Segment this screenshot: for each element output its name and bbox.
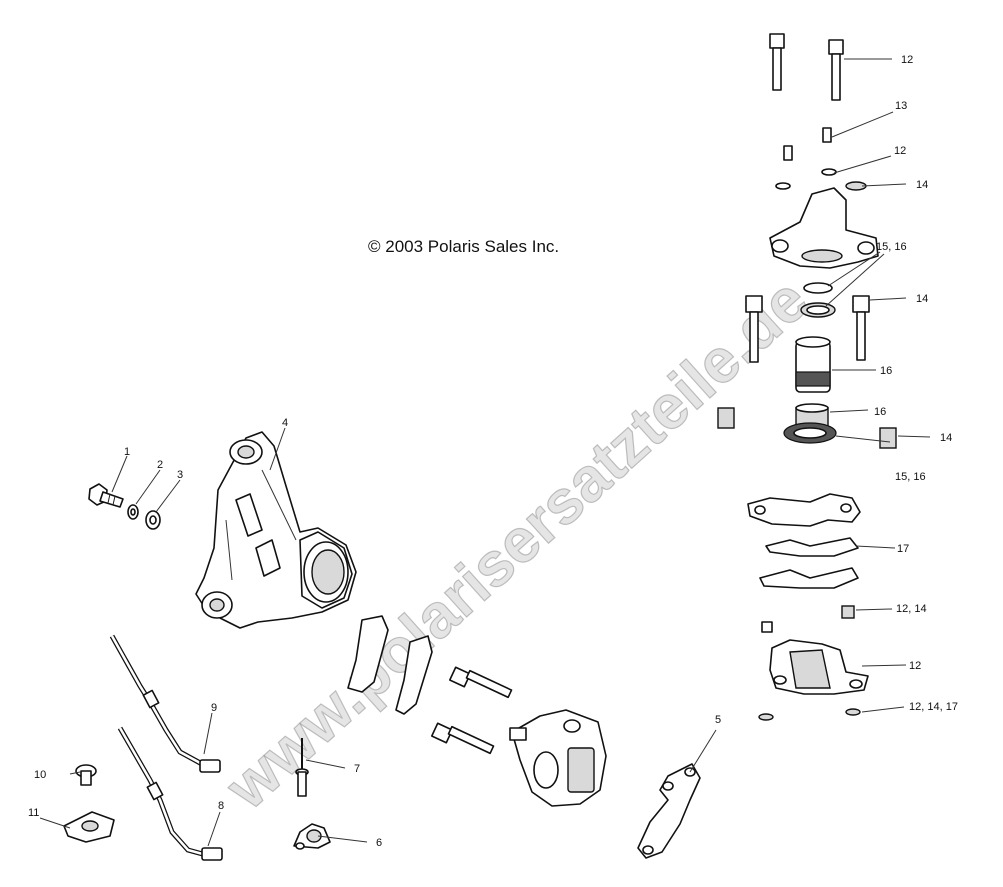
callout-14-bolts: 14 (916, 293, 928, 305)
long-bolt-b (828, 39, 844, 101)
callout-16-piston: 16 (880, 365, 892, 377)
brake-pad-17-lower (759, 567, 859, 589)
part-1-bolt (88, 483, 124, 508)
callout-16-small: 16 (874, 406, 886, 418)
callout-17: 17 (897, 543, 909, 555)
small-nut-left (758, 713, 774, 721)
pin-left (761, 621, 773, 633)
part-3-washer (145, 510, 161, 530)
part-9-brake-line (109, 634, 221, 773)
callout-12-14-17: 12, 14, 17 (909, 701, 958, 713)
caliper-bolt-lower (430, 722, 495, 755)
callout-1: 1 (124, 446, 130, 458)
small-nut-right (845, 708, 861, 716)
brake-pad-left-b (395, 635, 433, 715)
bushing-right (879, 427, 897, 449)
callout-12-lower: 12 (909, 660, 921, 672)
long-bolt-a (769, 33, 785, 91)
callout-6: 6 (376, 837, 382, 849)
callout-15-16-upper: 15, 16 (876, 241, 907, 253)
caliper-body-upper (769, 187, 879, 269)
callout-3: 3 (177, 469, 183, 481)
leader-lines (39, 58, 931, 847)
callout-13: 13 (895, 100, 907, 112)
seal-upper (800, 282, 836, 318)
part-11-clip (63, 811, 115, 843)
side-bolt-right (852, 295, 870, 361)
callout-2: 2 (157, 459, 163, 471)
mounting-plate (747, 493, 861, 527)
piston-large (795, 336, 831, 393)
part-10-bolt (75, 764, 97, 786)
callout-10: 10 (34, 769, 46, 781)
callout-12-14: 12, 14 (896, 603, 927, 615)
callout-7: 7 (354, 763, 360, 775)
part-2-lock-washer (127, 504, 139, 520)
callout-14-upper: 14 (916, 179, 928, 191)
part-7-rivet (295, 738, 309, 797)
small-washers (775, 168, 867, 191)
caliper-body-lower (509, 709, 607, 807)
brake-pad-left-a (347, 615, 389, 693)
callout-5: 5 (715, 714, 721, 726)
bleeder-screw-b (822, 127, 832, 143)
bleeder-screw-a (783, 145, 793, 161)
caliper-bolt-upper (448, 666, 513, 699)
callout-labels: 1 2 3 4 5 6 7 8 9 10 11 12 13 12 14 15, … (28, 54, 958, 849)
callout-11: 11 (28, 807, 39, 819)
callout-8: 8 (218, 800, 224, 812)
seal-lower (783, 422, 837, 444)
brake-pad-17-upper (765, 537, 859, 557)
callout-12-second: 12 (894, 145, 906, 157)
pin-right (841, 605, 855, 619)
part-5-bracket-arm (637, 763, 701, 859)
caliper-half-lower (769, 639, 869, 695)
callout-9: 9 (211, 702, 217, 714)
callout-14-bushing: 14 (940, 432, 952, 444)
part-6-clamp (293, 823, 331, 850)
part-8-brake-line (117, 726, 223, 861)
copyright-text: © 2003 Polaris Sales Inc. (368, 237, 559, 256)
callout-4: 4 (282, 417, 288, 429)
callout-15-16-lower: 15, 16 (895, 471, 926, 483)
callout-12-top: 12 (901, 54, 913, 66)
bushing-left (717, 407, 735, 429)
part-4-bracket-housing (195, 431, 357, 629)
side-bolt-left (745, 295, 763, 363)
